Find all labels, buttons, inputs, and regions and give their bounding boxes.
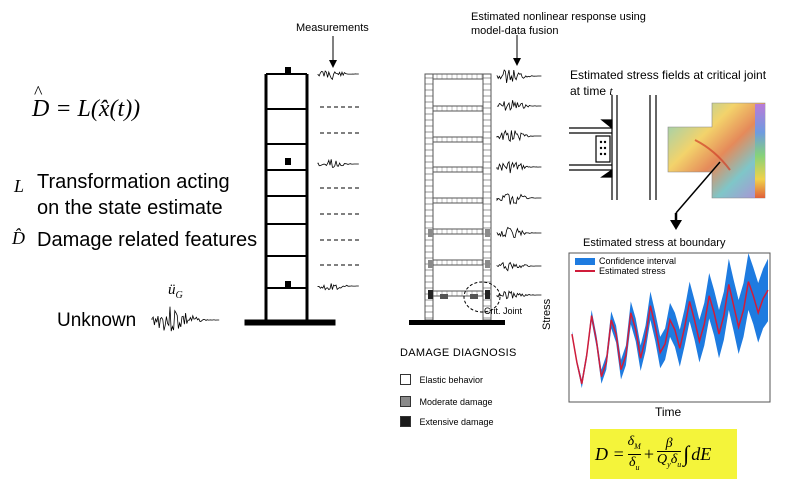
formula-integral: ∫ xyxy=(683,441,690,466)
chart-legend-label-estimated: Estimated stress xyxy=(599,266,666,276)
transformation-text-line1: Transformation acting xyxy=(37,171,230,193)
chart-legend-label-confidence: Confidence interval xyxy=(599,256,677,266)
sensor-mid xyxy=(285,158,291,165)
damage-swatch-moderate xyxy=(400,396,411,408)
damage-index-formula: D = δM δu + β Qyδu ∫ dE xyxy=(590,429,737,479)
crit-joint-label: Crit. Joint xyxy=(484,306,523,316)
sensor-top xyxy=(285,67,291,74)
symbol-D-hat: D̂ xyxy=(12,228,25,248)
formula-content: D = δM δu + β Qyδu ∫ dE xyxy=(595,433,711,475)
estimated-response-label-line1: Estimated nonlinear response using xyxy=(471,11,646,23)
formula-plus: + xyxy=(643,443,654,464)
sensor-bottom xyxy=(285,281,291,288)
equation-rhs: = L(x̂(t)) xyxy=(55,96,141,122)
building-right xyxy=(409,73,505,325)
measurements-label: Measurements xyxy=(296,22,369,34)
symbol-L: L xyxy=(14,176,25,196)
critical-joint-circle xyxy=(463,281,501,313)
transformation-text-line2: on the state estimate xyxy=(37,197,223,219)
damage-legend-item-extensive: Extensive damage xyxy=(400,413,494,431)
damage-equation: ^ D = L(x̂(t)) xyxy=(32,82,141,123)
chart-legend xyxy=(575,258,595,272)
estimated-stress-line xyxy=(571,281,769,384)
unknown-label: Unknown xyxy=(57,310,137,331)
formula-background xyxy=(590,429,737,479)
seismic-traces xyxy=(151,69,542,332)
chart-title: Estimated stress at boundary xyxy=(583,237,726,249)
stress-field-contour xyxy=(667,102,766,199)
building-left xyxy=(244,67,362,326)
damage-swatch-extensive xyxy=(400,416,411,428)
joint-detail-sketch xyxy=(569,95,657,200)
formula-term1: δM δu xyxy=(627,433,641,472)
stress-fields-label-line1: Estimated stress fields at critical join… xyxy=(570,68,767,82)
estimated-response-label-line2: model-data fusion xyxy=(471,25,559,37)
ground-accel-symbol: üG xyxy=(168,282,183,301)
damage-diagnosis-title: DAMAGE DIAGNOSIS xyxy=(400,347,517,359)
estimated-response-arrow xyxy=(513,35,521,66)
legend-swatch-confidence xyxy=(575,258,595,265)
damage-legend-item-moderate: Moderate damage xyxy=(400,393,493,411)
damage-legend-item-elastic: Elastic behavior xyxy=(400,371,483,389)
formula-tail: dE xyxy=(691,443,712,464)
contour-to-chart-arrow xyxy=(670,161,721,230)
damage-swatch-elastic xyxy=(400,374,411,386)
measurements-arrow xyxy=(329,36,337,68)
chart-plot-area xyxy=(571,253,769,389)
formula-term2: β Qyδu xyxy=(657,436,682,469)
equation-hat: ^ xyxy=(34,82,43,102)
formula-lhs: D = xyxy=(595,443,625,464)
stress-fields-label-line2: at time t xyxy=(570,84,613,98)
chart-y-label: Stress xyxy=(541,298,553,330)
equation-lhs: ^ D xyxy=(32,82,50,122)
damage-features-text: Damage related features xyxy=(37,229,258,251)
chart-x-label: Time xyxy=(655,405,682,419)
